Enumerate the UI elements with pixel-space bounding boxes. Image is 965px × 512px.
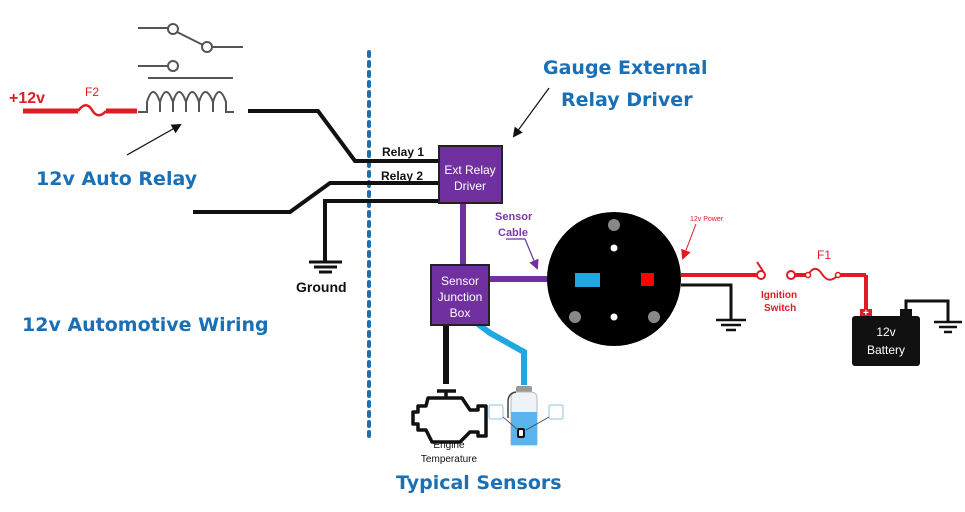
sensor-cable-arrow: [506, 238, 539, 270]
coolant-sensor-wire: [476, 321, 527, 385]
automotive-wiring-title: 12v Automotive Wiring: [22, 314, 269, 336]
gauge-ground-icon: [716, 318, 746, 332]
ext-driver-callout-line1: Gauge External: [543, 57, 707, 79]
sensor-cable-label-2: Cable: [498, 227, 528, 239]
auto-relay-arrow: [126, 124, 182, 156]
ext-driver-callout-line2: Relay Driver: [561, 89, 693, 111]
ground-icon: [309, 260, 342, 274]
sensor-junction-box: Sensor Junction Box: [430, 264, 490, 326]
ignition-label-2: Switch: [764, 303, 796, 314]
engine-temp-label-1: Engine: [433, 440, 465, 451]
sensor-cable-wires: [460, 203, 552, 282]
power-12v-label: 12v Power: [690, 216, 724, 223]
relay-coil-icon: [138, 91, 234, 113]
sensor-cable-label-1: Sensor: [495, 211, 533, 223]
coolant-sensor-icon: [488, 386, 564, 446]
junction-label-3: Box: [450, 306, 471, 320]
f1-fuse-icon: [807, 267, 839, 281]
relay-wires: [193, 109, 440, 262]
gauge-back-icon: [547, 212, 681, 346]
typical-sensors-callout: Typical Sensors: [396, 472, 562, 494]
relay1-label: Relay 1: [382, 145, 424, 159]
battery-label-1: 12v: [876, 325, 895, 339]
f1-fuse-terminal: [834, 271, 842, 279]
battery-ground-wire: [904, 299, 950, 321]
battery-label-2: Battery: [867, 343, 905, 357]
ignition-label-1: Ignition: [761, 290, 797, 301]
gauge-ground-wire: [681, 283, 733, 320]
f1-fuse-terminal: [804, 271, 812, 279]
battery-ground-icon: [934, 320, 962, 334]
junction-label-1: Sensor: [441, 274, 479, 288]
ext-driver-arrow: [512, 87, 550, 138]
f2-label: F2: [85, 85, 99, 99]
plus12v-label: +12v: [9, 90, 45, 107]
battery-icon: + 12v Battery: [852, 308, 920, 366]
battery-plus: +: [863, 308, 869, 319]
f2-fuse-wire: [23, 104, 137, 117]
power-12v-arrow: [681, 223, 697, 260]
relay2-label: Relay 2: [381, 169, 423, 183]
junction-label-2: Junction: [438, 290, 483, 304]
f1-label: F1: [817, 248, 831, 262]
ext-relay-driver-label-1: Ext Relay: [444, 163, 495, 177]
engine-icon: [411, 389, 488, 444]
engine-temp-label-2: Temperature: [421, 454, 478, 465]
ground-label: Ground: [296, 279, 347, 295]
ignition-switch-icon: [756, 261, 796, 280]
ext-relay-driver-label-2: Driver: [454, 179, 486, 193]
ext-relay-driver-box: Ext Relay Driver: [438, 145, 503, 204]
auto-relay-callout: 12v Auto Relay: [36, 168, 198, 190]
relay-switch-icon: [138, 23, 243, 79]
